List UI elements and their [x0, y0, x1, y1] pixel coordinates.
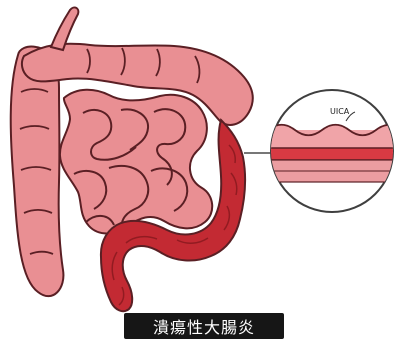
caption: 潰瘍性大腸炎: [124, 313, 284, 339]
small-intestine: [60, 90, 212, 234]
ascending-colon: [11, 46, 64, 296]
inset-label: UICA: [330, 107, 349, 116]
